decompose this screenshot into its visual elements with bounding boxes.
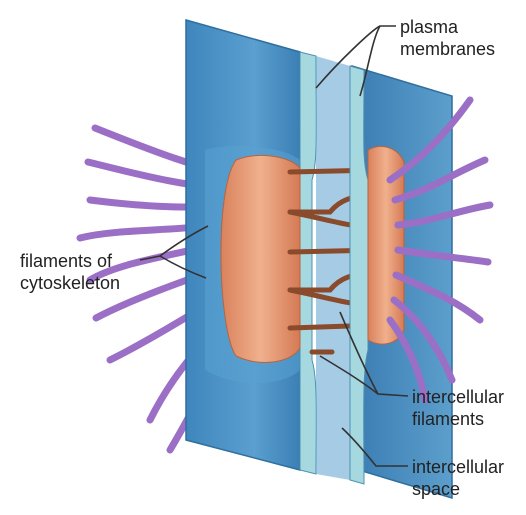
label-intercellular-space-line2: space [412,478,504,500]
label-intercellular-filaments-line2: filaments [412,408,504,430]
left-plasma-membrane-edge [300,52,316,474]
label-plasma-membranes-line1: plasma [400,16,495,38]
label-intercellular-filaments-line1: intercellular [412,386,504,408]
label-filaments-of-cytoskeleton: filaments of cytoskeleton [20,250,120,294]
left-plaque [221,155,300,362]
label-intercellular-filaments: intercellular filaments [412,386,504,430]
label-plasma-membranes-line2: membranes [400,38,495,60]
label-intercellular-space-line1: intercellular [412,456,504,478]
intercellular-space-region [316,56,350,480]
label-cytoskeleton-line2: cytoskeleton [20,272,120,294]
label-cytoskeleton-line1: filaments of [20,250,120,272]
label-intercellular-space: intercellular space [412,456,504,500]
label-plasma-membranes: plasma membranes [400,16,495,60]
